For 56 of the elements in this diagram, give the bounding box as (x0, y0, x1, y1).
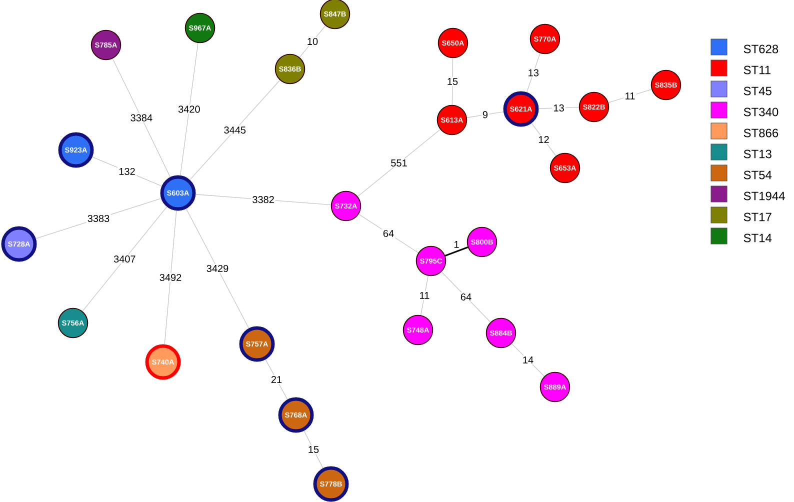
connector-line (164, 210, 177, 345)
edge-label: 3384 (129, 113, 154, 122)
edge-label: 15 (446, 76, 460, 86)
edge-label: 3429 (205, 264, 230, 274)
legend-label: ST54 (744, 170, 772, 180)
legend-label: ST11 (744, 66, 770, 74)
connector-line (92, 156, 162, 186)
connector-line (452, 58, 454, 106)
connector-line (526, 52, 540, 93)
edge-label: 14 (521, 355, 535, 364)
connector-line (466, 111, 504, 118)
edge-label: 3382 (251, 195, 276, 204)
edge-label: 10 (306, 36, 320, 46)
edge-label: 64 (382, 228, 396, 238)
edge-label: 21 (270, 374, 284, 384)
connector-line (112, 58, 171, 178)
edge-label: 3383 (86, 214, 111, 224)
edge-label: 3492 (158, 272, 183, 282)
edge-label: 13 (526, 68, 540, 78)
legend-label: ST17 (744, 212, 772, 222)
connector-line (180, 42, 198, 176)
edge-label: 12 (537, 134, 550, 144)
edge-label: 9 (481, 110, 490, 120)
edge-label: 132 (118, 166, 136, 176)
connector-line (82, 206, 168, 312)
connector-line (420, 276, 429, 316)
edge-label: 11 (418, 290, 431, 300)
connector-line (190, 80, 280, 180)
connector-line (299, 25, 326, 58)
edge-label: 551 (390, 158, 408, 168)
edge-label: 3420 (176, 104, 202, 114)
connector-line (511, 343, 545, 377)
legend-label: ST340 (744, 108, 778, 116)
legend-label: ST628 (744, 44, 778, 54)
edge-label: 3445 (222, 125, 248, 135)
edge-label: 15 (306, 444, 320, 454)
connector-line (357, 129, 441, 197)
edge-label: 1 (454, 241, 459, 248)
legend-label: ST13 (744, 150, 772, 158)
connector-line (444, 246, 468, 256)
edge-label: 11 (624, 92, 636, 100)
edge-label: 3407 (112, 254, 137, 264)
legend-label: ST1944 (744, 192, 785, 200)
connector-line (358, 214, 419, 254)
connector-line (265, 359, 288, 400)
connector-line (186, 208, 250, 329)
legend-label: ST45 (744, 86, 772, 96)
legend-label: ST14 (744, 234, 772, 242)
connector-line (608, 89, 652, 103)
legend-label: ST866 (744, 128, 778, 138)
connector-line (304, 430, 324, 468)
edge-label: 64 (459, 292, 473, 302)
connector-line (531, 122, 556, 156)
connector-line (441, 272, 491, 322)
edge-label: 13 (552, 103, 566, 113)
connector-line (538, 107, 580, 109)
